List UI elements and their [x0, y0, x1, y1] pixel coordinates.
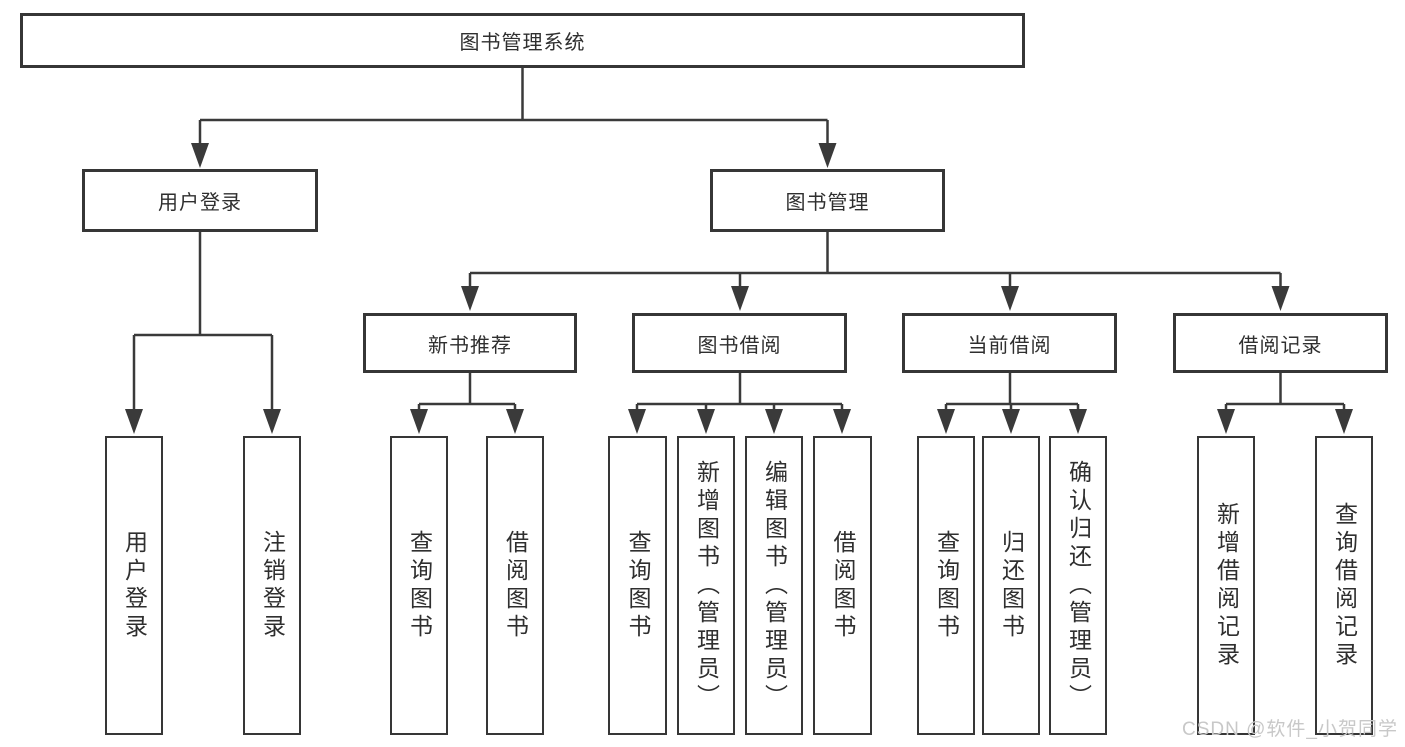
- node-book-borrow: 图书借阅: [632, 313, 847, 373]
- connector-user-login-to-leaves: [125, 232, 281, 434]
- node-current-borrow: 当前借阅: [902, 313, 1117, 373]
- leaf-confirm-return-admin-label: 确认归还（管理员）: [1065, 459, 1092, 712]
- connector-borrow-records-to-leaves: [1217, 373, 1353, 434]
- leaf-query-books-current: 查询图书: [917, 436, 975, 735]
- node-user-login: 用户登录: [82, 169, 318, 232]
- arrowhead-icon: [818, 143, 837, 168]
- leaf-logout-label: 注销登录: [259, 529, 286, 642]
- node-borrow-records: 借阅记录: [1173, 313, 1388, 373]
- leaf-logout: 注销登录: [243, 436, 301, 735]
- leaf-user-login: 用户登录: [105, 436, 163, 735]
- watermark: CSDN @软件_小贺同学: [1182, 719, 1398, 740]
- arrowhead-icon: [628, 409, 646, 434]
- leaf-add-borrow-record: 新增借阅记录: [1197, 436, 1255, 735]
- arrowhead-icon: [1335, 409, 1353, 434]
- node-root-label: 图书管理系统: [459, 32, 586, 54]
- leaf-confirm-return-admin: 确认归还（管理员）: [1049, 436, 1107, 735]
- leaf-user-login-label: 用户登录: [121, 529, 148, 642]
- arrowhead-icon: [697, 409, 715, 434]
- leaf-query-books-borrow-label: 查询图书: [625, 529, 651, 642]
- connector-book-borrow-to-leaves: [628, 373, 851, 434]
- arrowhead-icon: [1271, 286, 1290, 311]
- arrowhead-icon: [1069, 409, 1087, 434]
- leaf-return-books-label: 归还图书: [998, 529, 1025, 642]
- arrowhead-icon: [1001, 286, 1019, 311]
- connector-book-management-to-level3: [461, 232, 1290, 311]
- connector-new-book-to-leaves: [410, 373, 524, 434]
- arrowhead-icon: [1002, 409, 1020, 434]
- arrowhead-icon: [410, 409, 428, 434]
- leaf-query-books-current-label: 查询图书: [933, 529, 960, 642]
- arrowhead-icon: [263, 409, 281, 434]
- arrowhead-icon: [191, 143, 209, 168]
- arrowhead-icon: [461, 286, 479, 311]
- node-user-login-label: 用户登录: [158, 192, 242, 214]
- leaf-borrow-books-recommend-label: 借阅图书: [502, 529, 529, 642]
- connector-root-to-level2: [191, 68, 837, 168]
- node-book-borrow-label: 图书借阅: [697, 334, 782, 357]
- arrowhead-icon: [937, 409, 955, 434]
- arrowhead-icon: [765, 409, 783, 434]
- leaf-borrow-books: 借阅图书: [813, 436, 872, 735]
- arrowhead-icon: [731, 286, 749, 311]
- leaf-edit-books-admin-label: 编辑图书（管理员）: [761, 459, 788, 712]
- arrowhead-icon: [833, 409, 851, 434]
- leaf-query-books-borrow: 查询图书: [608, 436, 667, 735]
- leaf-add-books-admin: 新增图书（管理员）: [677, 436, 735, 735]
- leaf-query-books-recommend: 查询图书: [390, 436, 448, 735]
- arrowhead-icon: [506, 409, 524, 434]
- leaf-return-books: 归还图书: [982, 436, 1040, 735]
- arrowhead-icon: [1217, 409, 1235, 434]
- node-root: 图书管理系统: [20, 13, 1025, 68]
- connector-current-borrow-to-leaves: [937, 373, 1087, 434]
- leaf-edit-books-admin: 编辑图书（管理员）: [745, 436, 803, 735]
- arrowhead-icon: [125, 409, 143, 434]
- leaf-add-books-admin-label: 新增图书（管理员）: [693, 459, 720, 712]
- node-book-management: 图书管理: [710, 169, 945, 232]
- leaf-query-books-recommend-label: 查询图书: [406, 529, 433, 642]
- node-new-book-recommend: 新书推荐: [363, 313, 577, 373]
- leaf-query-borrow-record-label: 查询借阅记录: [1331, 501, 1358, 670]
- node-current-borrow-label: 当前借阅: [967, 334, 1052, 357]
- leaf-borrow-books-recommend: 借阅图书: [486, 436, 544, 735]
- leaf-query-borrow-record: 查询借阅记录: [1315, 436, 1373, 735]
- leaf-borrow-books-label: 借阅图书: [830, 529, 856, 642]
- node-book-management-label: 图书管理: [785, 192, 870, 214]
- node-borrow-records-label: 借阅记录: [1238, 334, 1323, 357]
- node-new-book-recommend-label: 新书推荐: [428, 334, 512, 357]
- leaf-add-borrow-record-label: 新增借阅记录: [1213, 501, 1240, 670]
